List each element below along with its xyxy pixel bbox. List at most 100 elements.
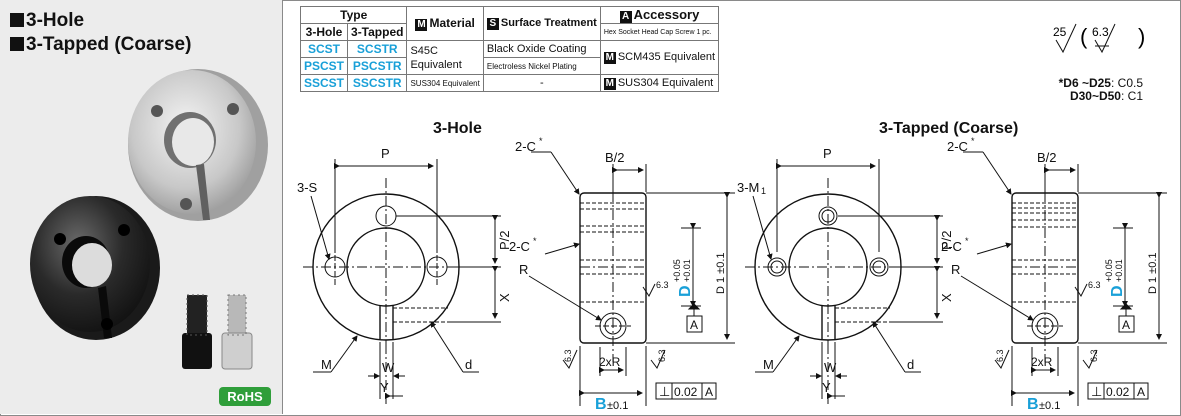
- datum-A: A: [1122, 318, 1130, 332]
- label-3M1-sub: 1: [761, 186, 766, 196]
- chamfer-star-mid: *: [533, 236, 537, 246]
- material-icon: M: [415, 19, 428, 31]
- code-3hole: SCST: [299, 40, 349, 58]
- material-value-2: Equivalent: [410, 58, 462, 71]
- paren-close: ): [1138, 24, 1145, 49]
- chamfer-star-mid: *: [965, 236, 969, 246]
- dim-B-tol: ±0.1: [607, 400, 628, 412]
- roughness-main: 25: [1053, 25, 1067, 39]
- label-d: d: [465, 357, 472, 372]
- product-panel: 3-Hole 3-Tapped (Coarse): [0, 0, 283, 414]
- product-photo: [30, 69, 268, 370]
- surface-cell: -: [482, 74, 601, 92]
- roughness-left: 6.3: [563, 349, 573, 362]
- dim-Y: Y: [380, 380, 389, 395]
- datum-A: A: [690, 318, 698, 332]
- roughness-right: 6.3: [657, 349, 667, 362]
- dim-W: W: [382, 360, 395, 375]
- dim-X: X: [497, 293, 512, 302]
- bullet-square-icon: [10, 13, 24, 27]
- dim-D-tol-upper: +0.05: [672, 259, 682, 282]
- code-3tapped: SCSTR: [347, 40, 408, 58]
- surface-cell: Electroless Nickel Plating: [482, 57, 601, 75]
- dim-D-tol-lower: +0.01: [682, 259, 692, 282]
- label-R: R: [951, 262, 960, 277]
- dim-D: D: [1109, 285, 1126, 297]
- col-3hole-header: 3-Hole: [299, 23, 349, 41]
- dim-2xR: 2xR: [599, 355, 621, 369]
- black-collar-photo: [30, 196, 160, 340]
- chamfer-value-2: : C1: [1120, 89, 1143, 103]
- dim-D: D: [677, 285, 694, 297]
- label-3M1: 3-M: [737, 180, 759, 195]
- silver-screw-photo: [221, 294, 253, 370]
- accessory-value: SCM435 Equivalent: [617, 51, 716, 63]
- material-icon: M: [603, 52, 616, 64]
- dim-Y: Y: [822, 380, 831, 395]
- title-3hole-text: 3-Hole: [26, 10, 85, 31]
- col-3tapped-header: 3-Tapped: [347, 23, 408, 41]
- paren-open: (: [1080, 24, 1088, 49]
- type-header: Type: [299, 6, 408, 24]
- black-screw-photo: [182, 294, 212, 369]
- chamfer-label-top: 2-C: [515, 139, 536, 154]
- chamfer-label-mid: 2-C: [509, 239, 530, 254]
- chamfer-label-mid: 2-C: [941, 239, 962, 254]
- perp-datum: A: [1137, 385, 1145, 399]
- technical-drawings: 3-Hole P 3-S P/2 X M W Y d B/2 2-C * 2-C…: [297, 120, 1167, 413]
- front-view-3hole: [303, 159, 501, 404]
- roughness-side: 6.3: [1088, 280, 1101, 290]
- code-3tapped: PSCSTR: [347, 57, 408, 75]
- perp-symbol: ⊥: [1091, 384, 1102, 399]
- material-header-text: Material: [429, 16, 475, 30]
- dim-B: B: [1027, 396, 1039, 413]
- rohs-badge: RoHS: [219, 387, 271, 406]
- chamfer-range-1: *D6 ~D25: [1058, 76, 1111, 90]
- drawing-title-3hole: 3-Hole: [433, 120, 482, 137]
- roughness-note: 25 ( 6.3 ): [1053, 23, 1145, 54]
- label-M: M: [763, 357, 774, 372]
- code-3hole: PSCST: [299, 57, 349, 75]
- dim-P: P: [823, 146, 832, 161]
- side-view-3tapped: [960, 151, 1167, 406]
- dim-B2: B/2: [1037, 150, 1057, 165]
- code-3tapped: SSCSTR: [347, 74, 408, 92]
- chamfer-note: *D6 ~D25: C0.5 D30~D50: C1: [1013, 77, 1143, 103]
- label-3S: 3-S: [297, 180, 318, 195]
- roughness-side: 6.3: [656, 280, 669, 290]
- surface-header-text: Surface Treatment: [500, 17, 597, 29]
- roughness-left: 6.3: [995, 349, 1005, 362]
- dim-X: X: [939, 293, 954, 302]
- drawing-title-3tapped: 3-Tapped (Coarse): [879, 120, 1018, 137]
- perp-value: 0.02: [674, 385, 698, 399]
- dim-B2: B/2: [605, 150, 625, 165]
- accessory-header-text: Accessory: [633, 7, 700, 22]
- label-M: M: [321, 357, 332, 372]
- dim-B-tol: ±0.1: [1039, 400, 1060, 412]
- chamfer-label-top: 2-C: [947, 139, 968, 154]
- dim-D-tol-lower: +0.01: [1114, 259, 1124, 282]
- roughness-right: 6.3: [1089, 349, 1099, 362]
- chamfer-star-top: *: [971, 136, 975, 146]
- perp-value: 0.02: [1106, 385, 1130, 399]
- dim-B: B: [595, 396, 607, 413]
- perp-symbol: ⊥: [659, 384, 670, 399]
- accessory-value: SUS304 Equivalent: [617, 76, 714, 89]
- surface-icon: S: [486, 18, 499, 30]
- title-3tapped-text: 3-Tapped (Coarse): [26, 34, 192, 55]
- material-cell: SUS304 Equivalent: [406, 74, 484, 92]
- dim-P2: P/2: [939, 230, 954, 250]
- chamfer-range-2: D30~D50: [1069, 89, 1121, 103]
- bullet-square-icon: [10, 37, 24, 51]
- dim-D1: D 1 ±0.1: [1147, 252, 1159, 294]
- dim-D-tol-upper: +0.05: [1104, 259, 1114, 282]
- code-3hole: SSCST: [299, 74, 349, 92]
